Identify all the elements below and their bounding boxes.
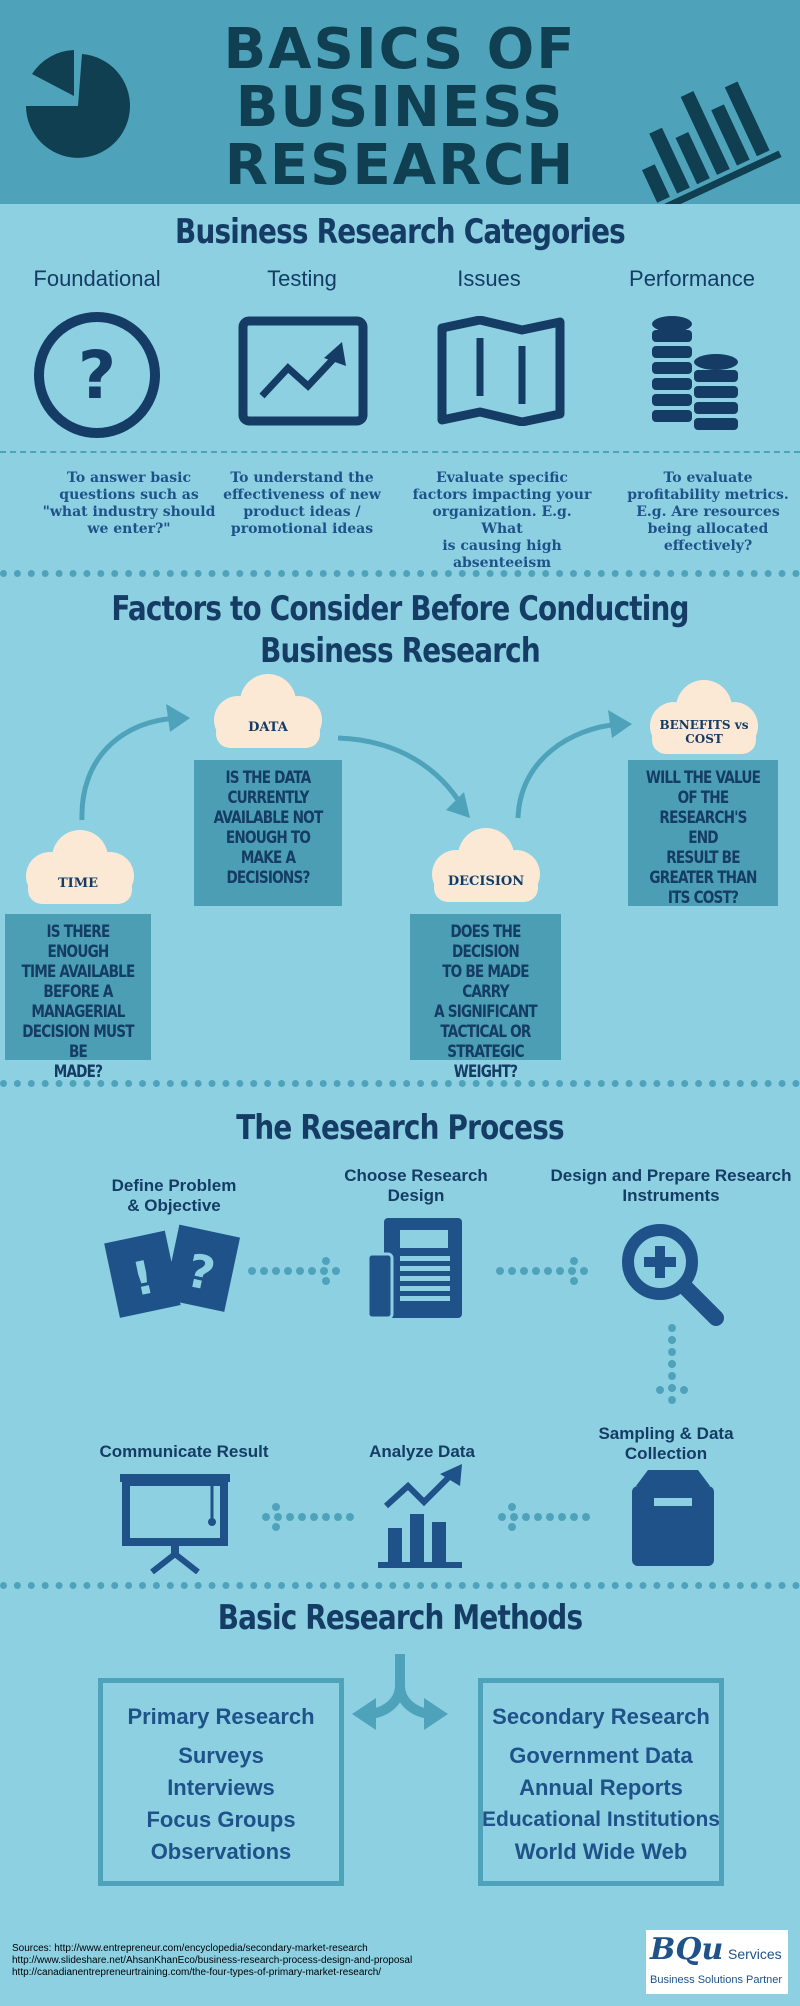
- sources-prefix: Sources:: [12, 1943, 52, 1954]
- source-link-1[interactable]: http://www.entrepreneur.com/encyclopedia…: [54, 1943, 368, 1954]
- factor-label-data: DATA: [248, 720, 288, 735]
- magnifier-plus-icon: [622, 1224, 724, 1326]
- category-label-performance: Performance: [629, 266, 755, 291]
- primary-item-surveys: Surveys: [178, 1743, 264, 1768]
- split-arrow-icon: [352, 1654, 448, 1730]
- divider: [0, 451, 800, 453]
- flow-arrows: [79, 704, 632, 821]
- source-link-2[interactable]: http://www.slideshare.net/AhsanKhanEco/b…: [12, 1955, 413, 1966]
- step-label-communicate: Communicate Result: [99, 1442, 269, 1461]
- file-drawer-icon: [632, 1470, 714, 1566]
- company-logo: BQu Services Business Solutions Partner: [646, 1930, 788, 1994]
- bar-chart-icon: [642, 81, 782, 204]
- category-label-testing: Testing: [267, 266, 337, 291]
- methods-title: Basic Research Methods: [217, 1598, 583, 1638]
- section-divider: [0, 570, 800, 577]
- secondary-item-annual-reports: Annual Reports: [519, 1775, 683, 1800]
- primary-item-focus-groups: Focus Groups: [146, 1807, 296, 1832]
- secondary-item-government: Government Data: [509, 1743, 693, 1768]
- section-divider: [0, 1080, 800, 1087]
- logo-tagline: Business Solutions Partner: [650, 1974, 783, 1986]
- secondary-item-www: World Wide Web: [514, 1839, 688, 1864]
- bar-chart-arrow-icon: [378, 1464, 462, 1568]
- document-icon: [366, 1218, 462, 1320]
- trend-chart-icon: [238, 316, 368, 426]
- header-title-line-2: BUSINESS: [235, 75, 565, 140]
- cloud-benefits: [650, 680, 758, 754]
- section-divider: [0, 1582, 800, 1589]
- logo-mark: BQu: [650, 1932, 724, 1967]
- sources: Sources: http://www.entrepreneur.com/enc…: [12, 1943, 412, 1979]
- factor-label-decision: DECISION: [447, 874, 525, 889]
- dotted-arrow-down: [656, 1324, 688, 1404]
- secondary-research-box: [478, 1678, 724, 1886]
- dotted-arrow-3: [498, 1503, 590, 1531]
- exclamation-question-cards-icon: ! ?: [104, 1224, 240, 1318]
- header-title-line-3: RESEARCH: [224, 133, 576, 198]
- cloud-decision: [432, 828, 540, 902]
- primary-research-title: Primary Research: [127, 1704, 315, 1729]
- primary-research-box: [98, 1678, 344, 1886]
- question-circle-icon: ?: [34, 312, 160, 438]
- coins-stack-icon: [652, 316, 738, 430]
- pie-chart-icon: [26, 50, 130, 158]
- primary-item-observations: Observations: [150, 1839, 292, 1864]
- categories-title: Business Research Categories: [175, 212, 626, 252]
- source-link-3[interactable]: http://canadianentrepreneurtraining.com/…: [12, 1967, 382, 1978]
- dotted-arrow-2: [496, 1257, 588, 1285]
- dotted-arrow-4: [262, 1503, 354, 1531]
- header-title-line-1: BASICS OF: [223, 17, 577, 82]
- secondary-research-title: Secondary Research: [492, 1704, 710, 1729]
- primary-item-interviews: Interviews: [167, 1775, 275, 1800]
- header-banner: BASICS OF BUSINESS RESEARCH: [0, 0, 800, 204]
- map-icon: [437, 316, 565, 426]
- logo-word: Services: [728, 1946, 782, 1962]
- category-label-foundational: Foundational: [33, 266, 161, 291]
- cloud-time: [26, 830, 134, 904]
- step-label-analyze: Analyze Data: [369, 1442, 475, 1461]
- dotted-arrow-1: [248, 1257, 340, 1285]
- process-title: The Research Process: [236, 1108, 564, 1148]
- projector-screen-icon: [120, 1474, 230, 1574]
- factor-label-benefits: BENEFITS vs COST: [659, 718, 749, 746]
- secondary-item-educational: Educational Institutions: [481, 1808, 720, 1831]
- step-label-define-problem: Define Problem& Objective: [111, 1176, 237, 1215]
- factor-label-time: TIME: [57, 876, 99, 891]
- category-label-issues: Issues: [457, 266, 521, 291]
- cloud-data: [214, 674, 322, 748]
- svg-text:?: ?: [78, 337, 116, 414]
